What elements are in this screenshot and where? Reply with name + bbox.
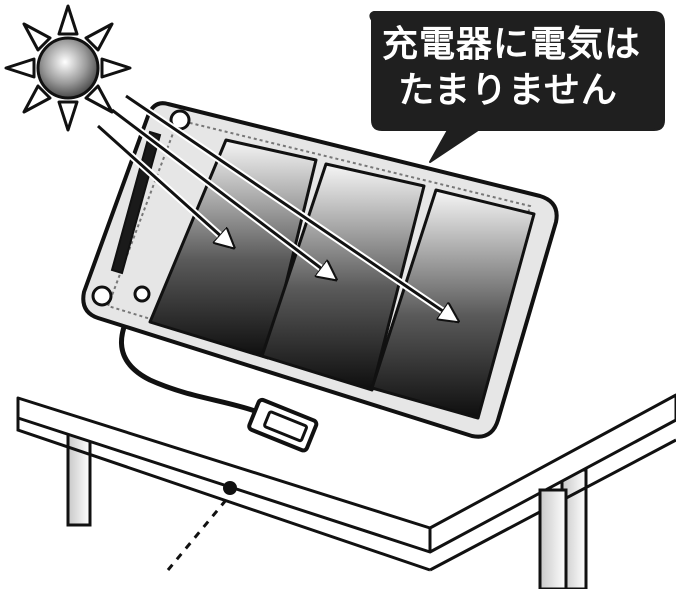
panel-port-icon xyxy=(133,285,151,303)
sunlight-arrows xyxy=(95,93,456,320)
solar-cell-2 xyxy=(260,162,426,392)
speech-bubble-line-1: 充電器に電気は xyxy=(382,24,642,65)
table xyxy=(16,393,676,589)
pointer-dot xyxy=(223,481,237,495)
sun-icon xyxy=(4,4,132,132)
speech-bubble xyxy=(369,11,665,163)
speech-bubble-text: 充電器に電気は たまりません xyxy=(382,22,642,114)
speech-bubble-line-2: たまりません xyxy=(398,70,618,111)
pointer-dashed-line xyxy=(166,499,228,571)
table-leg-front xyxy=(538,488,568,589)
